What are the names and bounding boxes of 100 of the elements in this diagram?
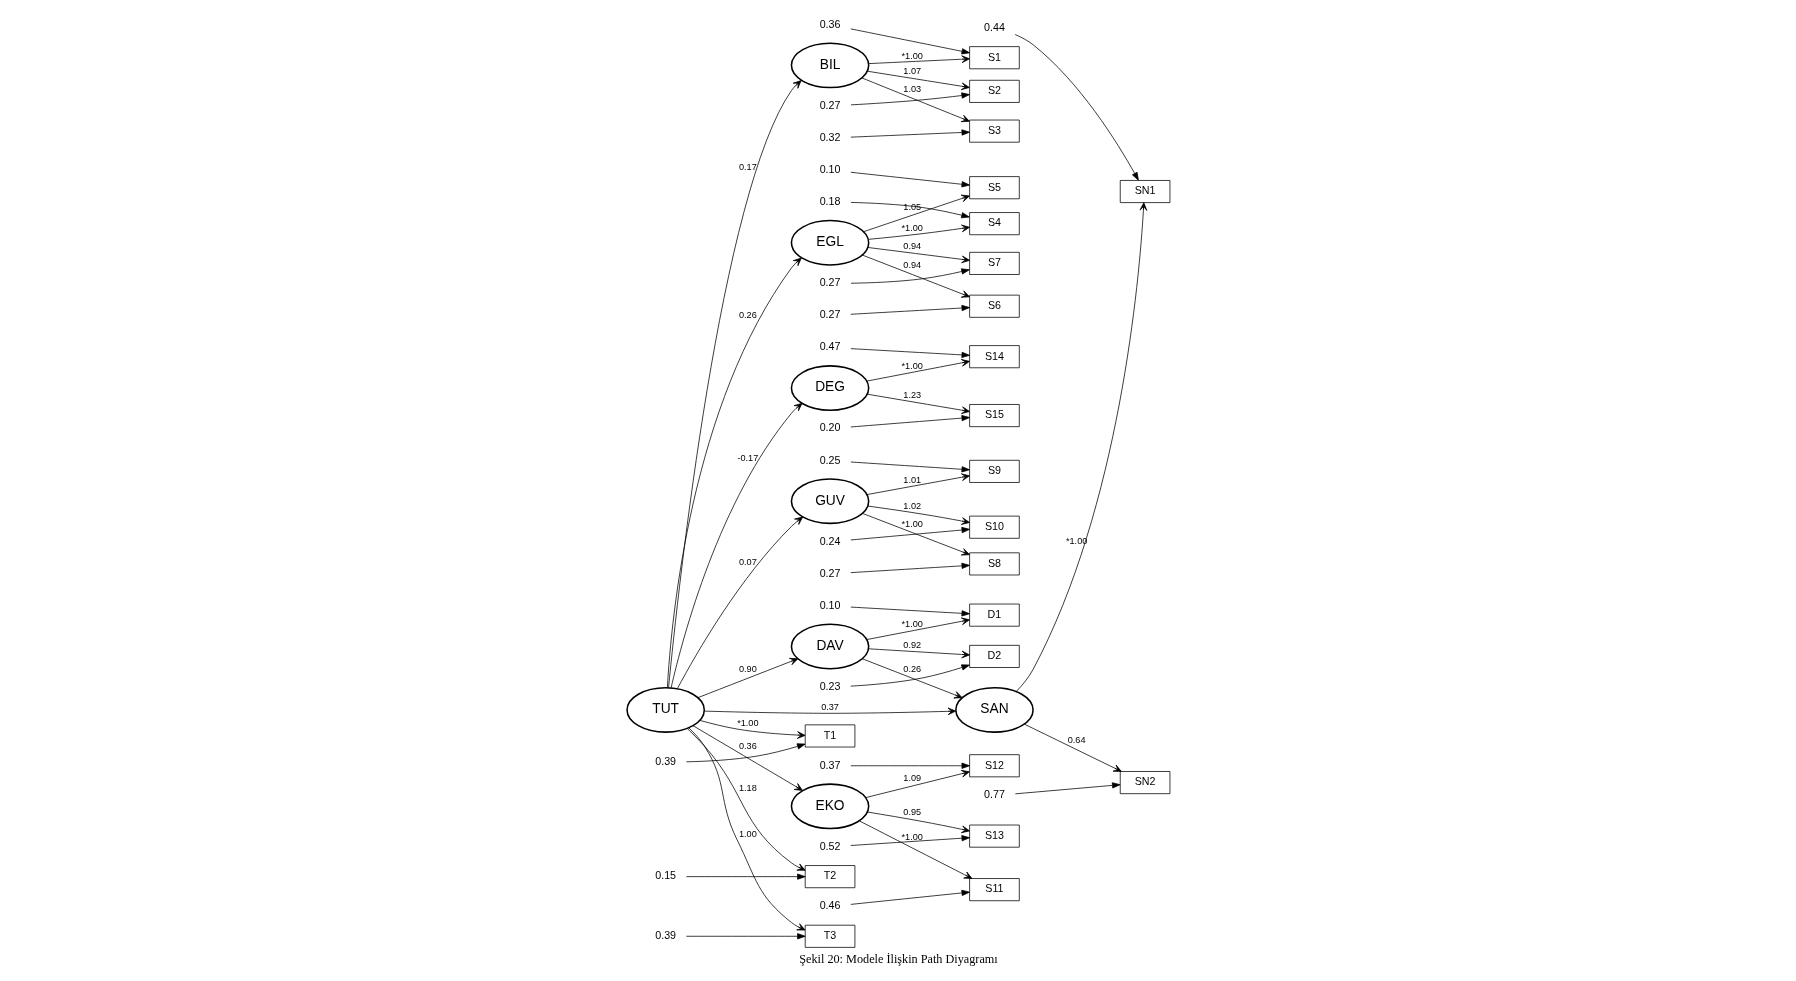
edge-label: 0.17 xyxy=(738,161,757,172)
arrow xyxy=(667,80,801,689)
arrow xyxy=(697,657,798,698)
arrow xyxy=(1023,723,1122,772)
arrow xyxy=(867,224,970,240)
node-text: 0.39 xyxy=(654,929,676,942)
node-box: S10 xyxy=(968,515,1020,539)
arrow xyxy=(866,70,970,91)
arrow xyxy=(849,28,970,55)
edge-label: 1.18 xyxy=(738,783,757,794)
arrow xyxy=(1014,782,1120,795)
edge-label: 1.07 xyxy=(902,66,921,77)
arrow xyxy=(699,720,805,739)
node-text: 0.77 xyxy=(983,788,1005,801)
arrow xyxy=(685,743,805,763)
node-box: S3 xyxy=(968,119,1020,143)
node-box: S15 xyxy=(968,404,1020,428)
arrow xyxy=(670,402,802,689)
arrow xyxy=(866,811,970,834)
node-box: S12 xyxy=(968,754,1020,778)
node-text: 0.27 xyxy=(819,308,840,321)
node-text: 0.18 xyxy=(819,195,840,208)
arrow xyxy=(867,505,970,525)
node-ellipse: TUT xyxy=(625,687,705,733)
node-text: 0.46 xyxy=(819,899,840,912)
node-text: 0.52 xyxy=(819,839,840,852)
edge-label: 0.36 xyxy=(738,741,757,752)
node-box: S6 xyxy=(968,294,1020,318)
node-box: T1 xyxy=(804,724,855,748)
edge-label: *1.00 xyxy=(901,222,923,233)
edge-label: 1.02 xyxy=(902,500,921,511)
edge-label: 0.26 xyxy=(738,310,757,321)
node-box: D2 xyxy=(968,644,1020,668)
arrow xyxy=(867,55,970,64)
node-text: 0.27 xyxy=(819,566,840,579)
arrow xyxy=(861,658,963,699)
edge-label: *1.00 xyxy=(901,360,923,371)
node-text: 0.10 xyxy=(819,598,840,611)
arrow xyxy=(866,473,970,495)
arrow xyxy=(849,606,970,617)
arrow xyxy=(867,247,970,264)
arrow xyxy=(849,129,970,138)
node-text: 0.15 xyxy=(654,869,676,882)
arrow xyxy=(849,461,970,473)
node-text: 0.32 xyxy=(819,130,840,143)
arrow xyxy=(1014,34,1139,181)
arrow xyxy=(666,257,802,688)
edge-label: *1.00 xyxy=(901,518,923,529)
node-box: S5 xyxy=(968,176,1020,200)
arrow xyxy=(849,562,970,573)
edge-label: 0.92 xyxy=(902,640,921,651)
edge-label: 0.95 xyxy=(902,807,921,818)
edge-label: 0.26 xyxy=(902,664,921,675)
node-box: T3 xyxy=(804,924,855,948)
arrow xyxy=(685,933,806,940)
caption: Şekil 20: Modele İlişkin Path Diyagramı xyxy=(798,951,998,966)
edge-label: 1.01 xyxy=(902,474,921,485)
edge-label: *1.00 xyxy=(1065,535,1087,546)
node-text: 0.23 xyxy=(819,679,840,692)
node-box: S2 xyxy=(968,79,1020,103)
edge-label: 0.07 xyxy=(738,557,757,568)
node-box: S9 xyxy=(968,459,1020,483)
node-box: SN1 xyxy=(1119,180,1170,203)
node-text: 0.37 xyxy=(819,758,840,771)
node-box: T2 xyxy=(804,865,855,889)
node-box: S4 xyxy=(968,212,1020,236)
arrow xyxy=(849,835,970,846)
arrow xyxy=(858,820,972,879)
arrow xyxy=(849,664,970,687)
arrow xyxy=(861,513,970,556)
edge-label: 0.90 xyxy=(738,664,757,675)
edge-label: *1.00 xyxy=(901,50,923,61)
arrow xyxy=(676,516,803,690)
node-text: 0.25 xyxy=(819,453,840,466)
node-text: 0.36 xyxy=(819,17,840,30)
node-box: S11 xyxy=(968,878,1020,902)
node-box: S14 xyxy=(968,345,1020,369)
edge-label: 0.94 xyxy=(902,260,921,271)
arrow xyxy=(849,762,970,769)
arrow xyxy=(865,617,970,640)
arrow xyxy=(866,393,970,414)
node-text: 0.39 xyxy=(654,754,676,767)
node-box: SN2 xyxy=(1119,771,1170,795)
arrow xyxy=(849,415,970,428)
arrow xyxy=(687,727,805,931)
arrow xyxy=(861,254,970,298)
arrow xyxy=(864,769,970,798)
edge-label: *1.00 xyxy=(901,831,923,842)
arrow xyxy=(686,728,806,871)
arrow xyxy=(1015,202,1147,692)
arrow xyxy=(861,77,970,123)
arrow xyxy=(849,889,970,905)
arrow xyxy=(849,171,970,188)
arrow xyxy=(849,527,970,541)
edge-label: 1.09 xyxy=(902,772,921,783)
node-box: S7 xyxy=(968,251,1020,275)
edge-label: 0.37 xyxy=(820,702,839,713)
node-text: 0.47 xyxy=(819,340,840,353)
edge-label: 1.03 xyxy=(902,83,921,94)
arrow xyxy=(865,359,970,382)
